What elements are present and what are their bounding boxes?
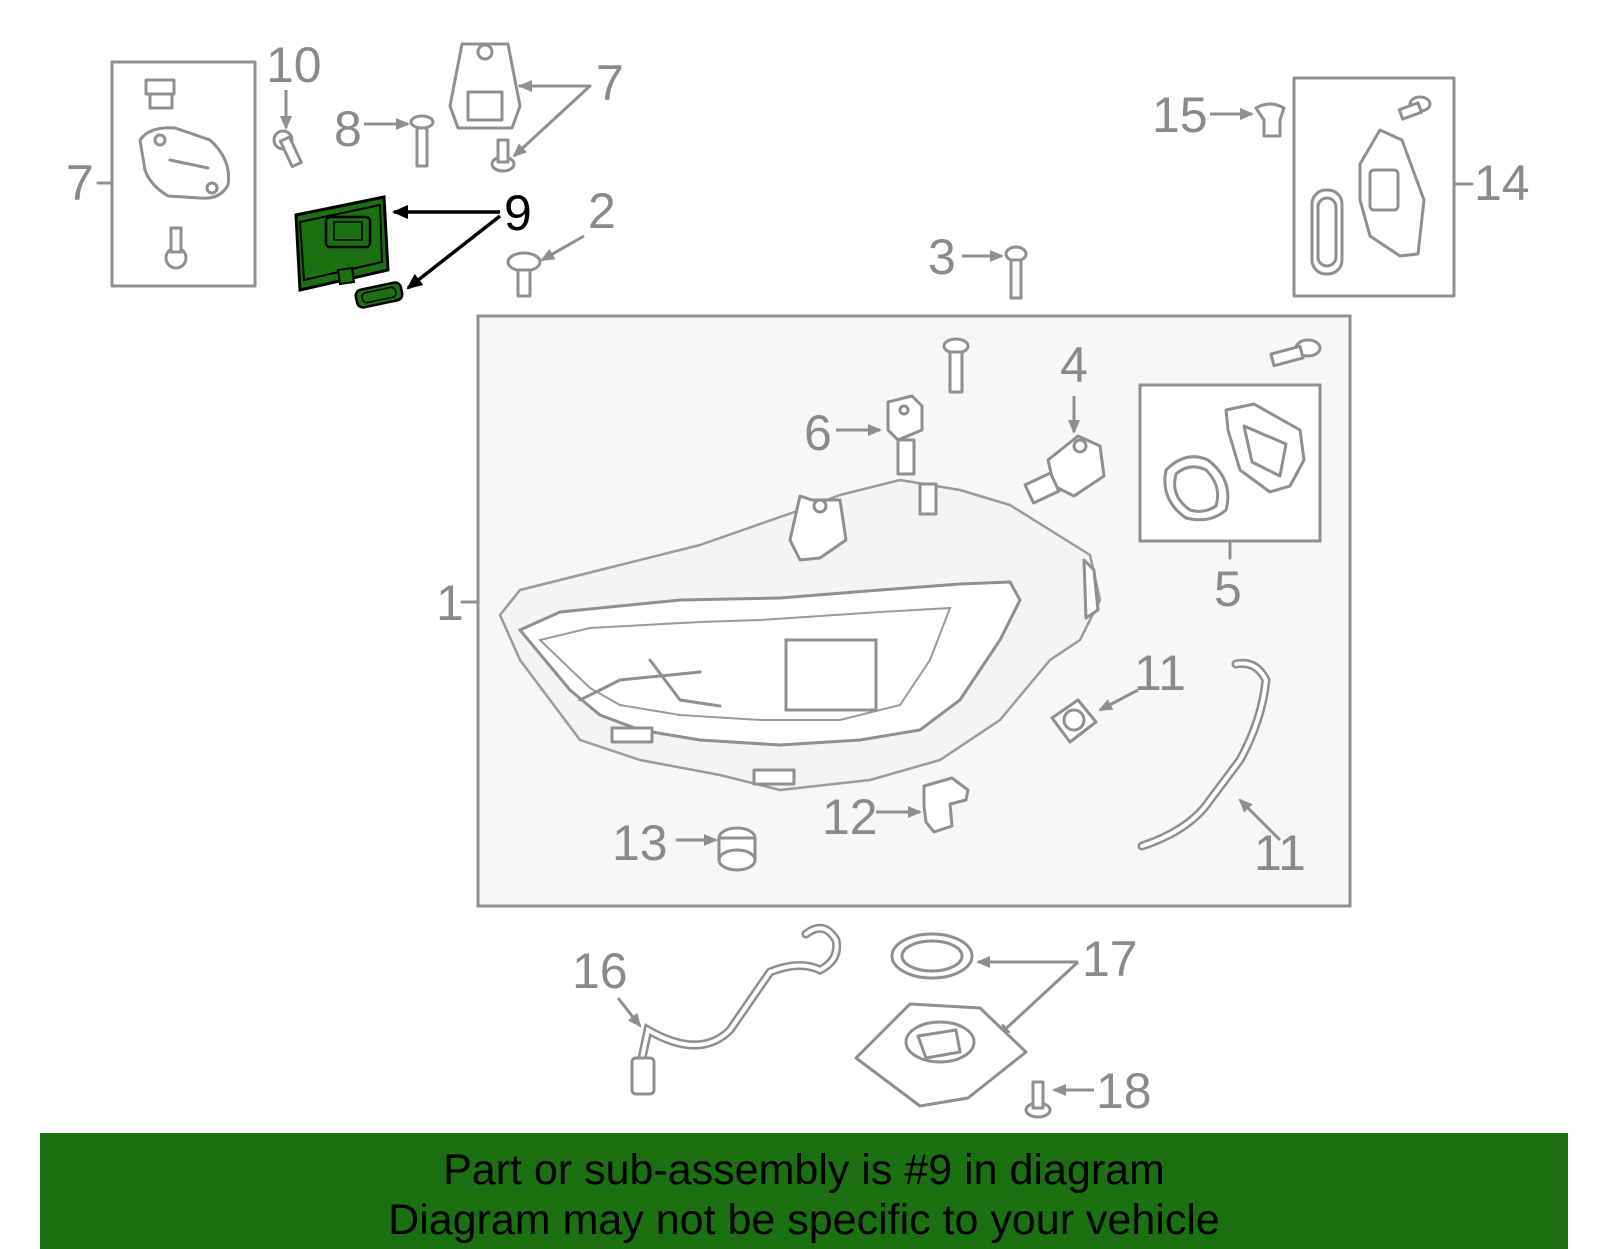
part-1-headlamp <box>498 478 1102 792</box>
callout-15: 14 <box>1474 155 1530 211</box>
part-12-grommet <box>1050 688 1139 744</box>
callout-10: 10 <box>266 37 322 93</box>
part-17-harness <box>616 923 842 1096</box>
banner-line-1: Part or sub-assembly is #9 in diagram <box>443 1146 1165 1194</box>
callout-17: 16 <box>572 943 628 999</box>
part-16-plug <box>1210 102 1286 138</box>
assembly-bolt-right <box>1269 338 1322 368</box>
callout-12: 11 <box>1134 645 1186 701</box>
callout-18: 17 <box>1082 931 1138 987</box>
callout-19: 18 <box>1096 1063 1152 1119</box>
part-6-adjuster <box>836 394 924 476</box>
banner-line-2: Diagram may not be specific to your vehi… <box>388 1196 1220 1244</box>
part-9-control-module[interactable] <box>294 195 390 292</box>
callout-6: 6 <box>804 405 832 461</box>
callout-4: 4 <box>1060 337 1088 393</box>
callout-7-left: 7 <box>66 155 94 211</box>
callout-8: 8 <box>334 101 362 157</box>
part-2-bolt <box>506 234 585 298</box>
callout-5: 5 <box>1214 561 1242 617</box>
part-10-bolt <box>272 90 303 169</box>
callout-7-top: 7 <box>596 55 624 111</box>
part-18-assembly <box>854 932 1080 1108</box>
part-11-seal-strip <box>1137 658 1282 851</box>
callout-2: 2 <box>588 183 616 239</box>
part-13-clip <box>876 776 970 834</box>
part-15-box <box>1292 76 1474 298</box>
part-8-bolt <box>364 114 435 168</box>
part-7-mount <box>448 42 592 173</box>
part-9-arrows <box>392 205 502 290</box>
info-banner: Part or sub-assembly is #9 in diagram Di… <box>40 1133 1568 1249</box>
part-14-grommet <box>676 826 757 872</box>
part-5-box <box>1138 383 1322 560</box>
callout-13: 12 <box>822 789 878 845</box>
callout-1: 1 <box>436 575 464 631</box>
part-3-bolt <box>962 245 1028 300</box>
callout-11: 11 <box>1254 825 1306 881</box>
part-9-gasket[interactable] <box>354 281 404 309</box>
callout-labels: 7 10 8 7 9 2 3 15 14 1 6 4 5 11 12 13 11… <box>66 37 1530 1119</box>
callout-3: 3 <box>928 229 956 285</box>
part-4-motor <box>1023 396 1106 505</box>
part-7-bracket-box <box>96 60 257 288</box>
callout-14: 13 <box>612 815 668 871</box>
part-19-bolt <box>1024 1080 1094 1119</box>
assembly-bolt <box>942 337 970 394</box>
callout-9: 9 <box>504 185 532 241</box>
callout-16: 15 <box>1152 87 1208 143</box>
